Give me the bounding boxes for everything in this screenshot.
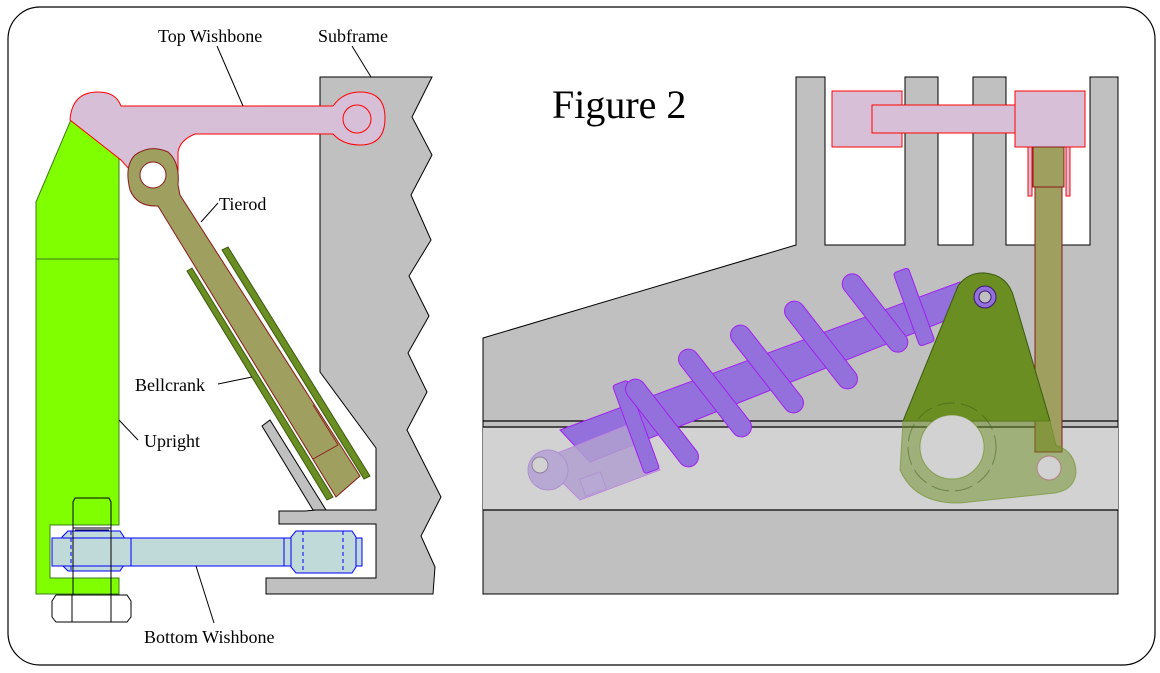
tierod-end-seam <box>312 444 339 460</box>
tierod-eye-hole <box>139 161 167 189</box>
label-top-wishbone: Top Wishbone <box>158 26 262 46</box>
bellcrank-pivot-hole <box>919 414 985 480</box>
bellcrank-link-hole <box>1036 455 1062 481</box>
leader-tierod <box>200 202 219 223</box>
spring-coil-1 <box>625 378 699 468</box>
top-wishbone-side-right <box>1014 90 1086 148</box>
bellcrank-plate-outer <box>221 246 371 480</box>
top-wishbone-side-tab-l <box>1027 146 1033 197</box>
leader-upright <box>118 419 139 441</box>
label-upright: Upright <box>144 431 200 451</box>
tierod-side-top <box>1032 146 1065 188</box>
label-bellcrank: Bellcrank <box>135 375 205 395</box>
bolt <box>72 497 112 595</box>
spring <box>612 267 935 474</box>
subframe-bracket <box>261 419 327 511</box>
subframe-left <box>265 76 442 595</box>
shock-lower-body <box>539 419 661 501</box>
spring-coil-3 <box>730 324 804 414</box>
spring-coil-2 <box>678 348 752 438</box>
bellcrank-side <box>902 272 1051 422</box>
nut <box>51 594 132 623</box>
bellcrank-shock-mount-hole <box>978 290 992 304</box>
label-subframe: Subframe <box>318 26 388 46</box>
leader-top-wishbone <box>216 45 244 107</box>
label-bottom-wishbone: Bottom Wishbone <box>144 627 274 647</box>
shock-adjuster <box>579 471 607 497</box>
leader-bottom-wishbone <box>195 565 215 624</box>
tierod-end-side <box>312 404 339 446</box>
tierod <box>127 148 361 498</box>
bottom-wishbone-outer-end <box>290 530 357 574</box>
leader-bellcrank <box>217 376 253 385</box>
figure-title: Figure 2 <box>552 82 686 127</box>
subframe-pivot <box>342 104 372 134</box>
top-wishbone-side-tab-r <box>1065 146 1071 197</box>
bellcrank-pivot-ring <box>907 402 997 492</box>
bellcrank-plate-inner <box>186 267 334 501</box>
spring-seat-upper <box>893 267 935 347</box>
top-wishbone-side-rod <box>871 104 1017 134</box>
leader-subframe <box>351 45 372 78</box>
spring-coil-5 <box>841 273 909 353</box>
spring-seat-lower <box>612 380 660 474</box>
spring-coil-4 <box>784 300 858 390</box>
label-tierod: Tierod <box>219 194 266 214</box>
shock-eye-hole <box>531 456 549 474</box>
